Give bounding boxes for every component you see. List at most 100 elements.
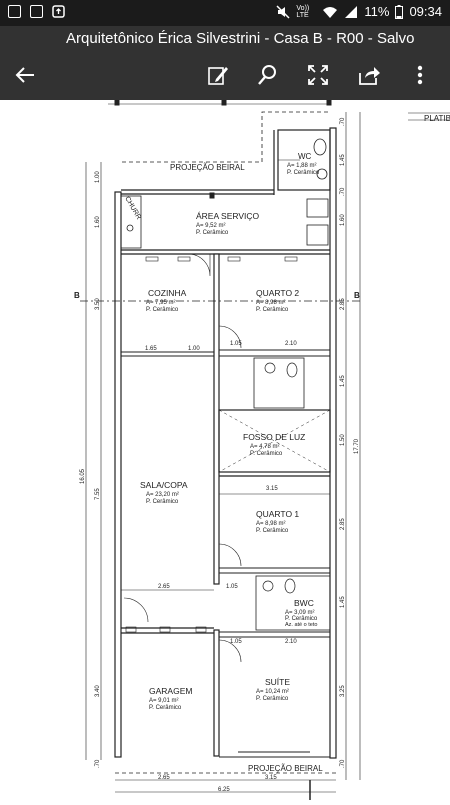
dim-bottom-3-15: 3.15: [265, 775, 277, 781]
dim-right-5: 2.85: [340, 298, 346, 310]
wc-floor: P. Cerâmico: [287, 170, 320, 176]
quarto2-area: A= 8,98 m²: [256, 300, 286, 306]
dim-2-10: 2.10: [285, 341, 297, 347]
dim-right-total: 17.70: [354, 438, 360, 454]
suite-floor: P. Cerâmico: [256, 696, 289, 702]
document-title: Arquitetônico Érica Silvestrini - Casa B…: [66, 30, 415, 47]
door-swing: [218, 543, 242, 567]
volte-indicator: Vo)) LTE: [296, 4, 310, 19]
quarto2-floor: P. Cerâmico: [256, 307, 289, 313]
dim-right-11: .70: [340, 759, 346, 768]
garagem-area: A= 9,01 m²: [149, 698, 179, 704]
area-servico-floor: P. Cerâmico: [196, 230, 229, 236]
fosso-area: A= 4,78 m²: [250, 444, 280, 450]
document-viewer[interactable]: PLATIB PROJEÇÃO BEIRAL WC A= 1,88 m² P. …: [0, 99, 450, 800]
sink-symbol: [126, 224, 134, 232]
search-icon: [258, 65, 276, 85]
share-button[interactable]: [354, 60, 384, 90]
door-swing: [189, 253, 211, 277]
bwc-floor: P. Cerâmico: [285, 616, 318, 622]
bwc-area: A= 3,09 m²: [285, 610, 315, 616]
dim-right-9: 1.45: [340, 596, 346, 608]
dimension-tick: [221, 99, 227, 106]
dim-right-3: .70: [340, 187, 346, 196]
toilet-symbol: [313, 138, 327, 156]
suite-name: SUÍTE: [265, 677, 290, 687]
platib-label: PLATIB: [424, 114, 450, 123]
tank-symbol: [306, 198, 329, 218]
sink-symbol: [264, 362, 276, 374]
clock: 09:34: [409, 4, 442, 19]
share-icon: [359, 67, 380, 85]
window-symbol: [177, 256, 191, 262]
bwc-extra: Az. até o teto: [285, 622, 317, 628]
dim-bottom-6-25: 6.25: [218, 787, 230, 793]
mute-icon: [276, 4, 290, 19]
dim-bottom-2-65: 2.65: [158, 775, 170, 781]
dim-1-00: 1.00: [188, 346, 200, 352]
back-button[interactable]: [10, 60, 40, 90]
dim-1-05: 1.05: [230, 341, 242, 347]
battery-percent: 11%: [364, 4, 390, 19]
projecao-beiral-bottom: PROJEÇÃO BEIRAL: [248, 764, 323, 773]
section-marker-right: B: [354, 291, 360, 300]
dim-2-10b: 2.10: [285, 639, 297, 645]
fullscreen-icon: [308, 65, 328, 85]
bwc-walls: [255, 575, 331, 631]
search-button[interactable]: [253, 60, 283, 90]
dim-1-05b: 1.05: [226, 584, 238, 590]
fosso-walls: [218, 409, 331, 473]
toilet-symbol: [284, 578, 296, 594]
fullscreen-button[interactable]: [303, 60, 333, 90]
toilet-symbol: [286, 362, 298, 378]
battery-icon: [395, 4, 404, 19]
dim-left-total: 16.05: [80, 468, 86, 484]
annotate-button[interactable]: [203, 60, 233, 90]
wall: [213, 629, 220, 757]
dimension-tick: [326, 99, 332, 106]
fosso-name: FOSSO DE LUZ: [243, 432, 305, 442]
churrasqueira: [120, 195, 142, 249]
sala-name: SALA/COPA: [140, 480, 188, 490]
bathroom-walls: [253, 357, 305, 409]
dim-left-7: .70: [95, 759, 101, 768]
upload-notification-icon: [52, 5, 65, 18]
column: [209, 192, 215, 199]
wc-area: A= 1,88 m²: [287, 163, 317, 169]
right-exterior-wall: [329, 127, 337, 759]
area-servico-name: ÁREA SERVIÇO: [196, 211, 260, 221]
suite-area: A= 10,24 m²: [256, 689, 289, 695]
status-bar: Vo)) LTE 11% 09:34: [0, 0, 450, 26]
wifi-icon: [323, 6, 338, 18]
message-notification-icon: [30, 5, 43, 18]
dim-right-1: .70: [340, 117, 346, 126]
quarto1-floor: P. Cerâmico: [256, 528, 289, 534]
door-swing: [218, 639, 242, 663]
area-servico-area: A= 9,52 m²: [196, 223, 226, 229]
window-symbol: [145, 256, 159, 262]
annotate-pen-icon: [208, 67, 228, 85]
dim-right-6: 1.45: [340, 375, 346, 387]
gallery-notification-icon: [8, 5, 21, 18]
wc-name: WC: [298, 152, 312, 161]
dim-2-65: 2.65: [158, 584, 170, 590]
dim-right-7: 1.50: [340, 434, 346, 446]
dim-right-2: 1.45: [340, 154, 346, 166]
churr-label: CHURR: [123, 196, 142, 221]
door-swing: [218, 325, 242, 349]
app-toolbar: Arquitetônico Érica Silvestrini - Casa B…: [0, 26, 450, 100]
sink-symbol: [316, 168, 328, 180]
bwc-name: BWC: [294, 598, 314, 608]
dim-left-5: 3.40: [95, 685, 101, 697]
dim-3-15: 3.15: [266, 486, 278, 492]
quarto1-area: A= 8,98 m²: [256, 521, 286, 527]
signal-icon: [345, 5, 358, 18]
more-vertical-icon: [417, 65, 423, 85]
window-symbol: [125, 626, 137, 633]
cozinha-floor: P. Cerâmico: [146, 307, 179, 313]
more-options-button[interactable]: [405, 60, 435, 90]
quarto1-name: QUARTO 1: [256, 509, 299, 519]
garagem-name: GARAGEM: [149, 686, 192, 696]
garagem-floor: P. Cerâmico: [149, 705, 182, 711]
cozinha-name: COZINHA: [148, 288, 187, 298]
